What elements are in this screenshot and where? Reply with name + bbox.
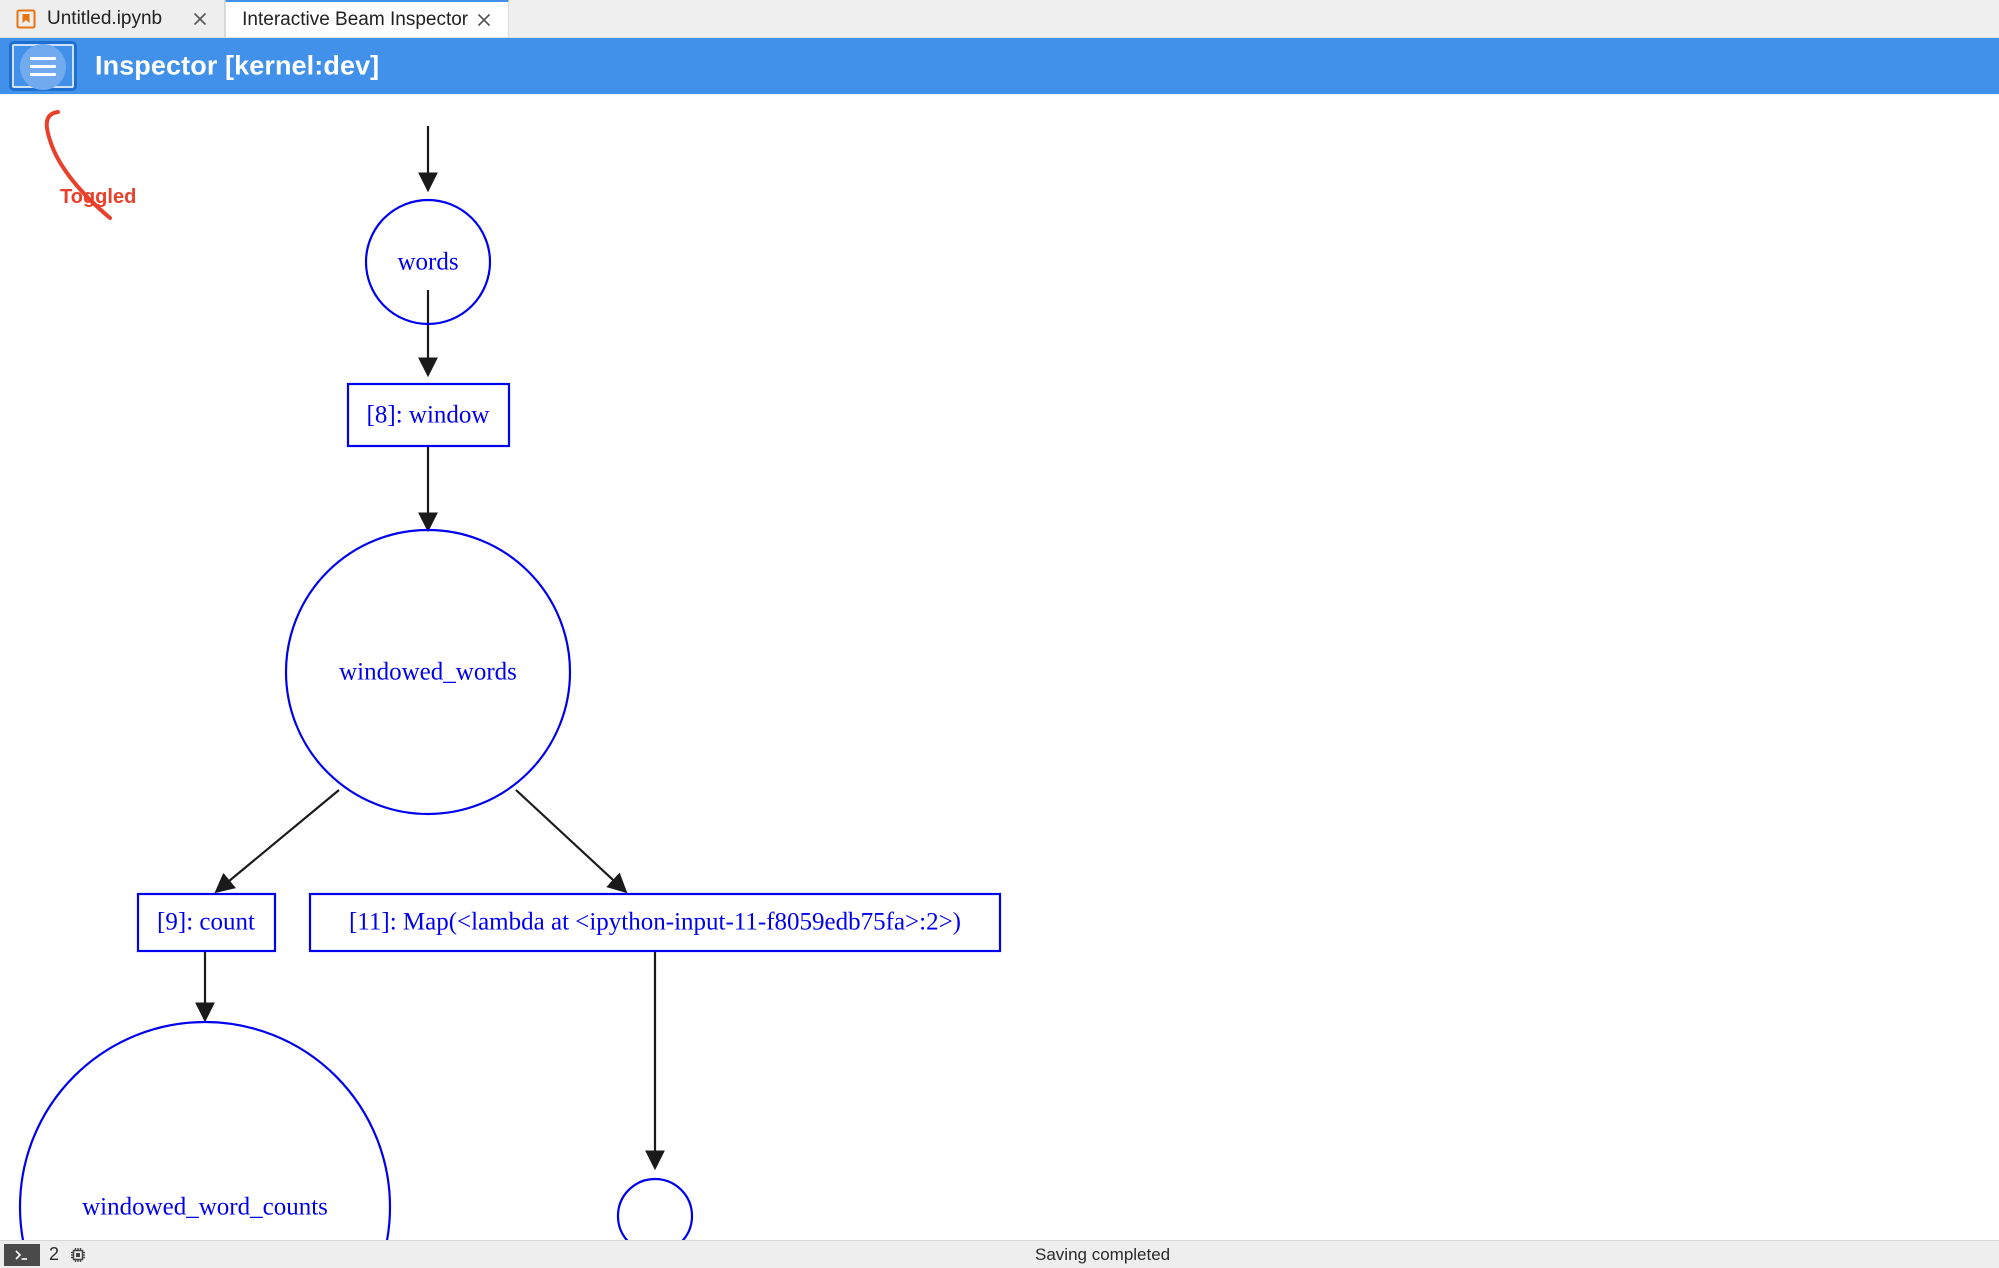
page-title: Inspector [kernel:dev] <box>95 50 380 81</box>
graph-node-words[interactable]: words <box>364 198 492 326</box>
node-label: words <box>397 249 458 276</box>
node-label: [9]: count <box>157 909 255 936</box>
notebook-icon <box>16 9 36 28</box>
pipeline-graph-canvas[interactable]: words [8]: window windowed_words [9]: co… <box>0 94 1999 1240</box>
node-label: [11]: Map(<lambda at <ipython-input-11-f… <box>349 909 961 936</box>
inspector-header: Inspector [kernel:dev] <box>0 38 1999 94</box>
hamburger-menu-button[interactable] <box>9 41 77 91</box>
edge-windowed-words-to-count <box>214 789 340 894</box>
tab-untitled-ipynb[interactable]: Untitled.ipynb <box>0 0 226 37</box>
terminal-count: 2 <box>49 1244 60 1264</box>
close-icon[interactable] <box>474 10 494 30</box>
graph-node-window[interactable]: [8]: window <box>346 382 511 448</box>
kernel-chip-icon[interactable] <box>68 1245 88 1265</box>
node-shape-circle <box>18 1020 392 1240</box>
node-shape-box <box>308 892 1002 953</box>
status-bar: 2 Saving completed <box>0 1240 1999 1268</box>
graph-edges <box>195 126 665 1171</box>
tab-label: Interactive Beam Inspector <box>242 9 469 30</box>
node-shape-circle <box>284 528 572 816</box>
node-label: windowed_words <box>339 659 517 686</box>
terminal-glyph-icon <box>15 1249 27 1260</box>
graph-node-map[interactable]: [11]: Map(<lambda at <ipython-input-11-f… <box>308 892 1002 953</box>
node-shape-box <box>346 382 511 448</box>
close-icon[interactable] <box>190 9 210 29</box>
node-shape-box <box>136 892 277 953</box>
node-shape-circle <box>616 1177 694 1240</box>
tab-label: Untitled.ipynb <box>47 8 163 29</box>
node-label: windowed_word_counts <box>82 1194 328 1221</box>
hamburger-menu-icon <box>30 56 56 76</box>
edge-windowed-words-to-map <box>515 789 628 894</box>
graph-node-windowed-word-counts[interactable]: windowed_word_counts <box>18 1020 392 1240</box>
pipeline-graph: words [8]: window windowed_words [9]: co… <box>18 126 1002 1240</box>
graph-node-count[interactable]: [9]: count <box>136 892 277 953</box>
status-message: Saving completed <box>1035 1244 1171 1264</box>
tab-bar: Untitled.ipynb Interactive Beam Inspecto… <box>0 0 1999 38</box>
graph-node-unnamed[interactable] <box>616 1177 694 1240</box>
terminal-icon[interactable] <box>4 1243 40 1266</box>
status-bar-left: 2 <box>0 1243 88 1266</box>
node-label: [8]: window <box>367 402 490 429</box>
node-shape-circle <box>364 198 492 326</box>
tab-interactive-beam-inspector[interactable]: Interactive Beam Inspector <box>225 0 510 37</box>
graph-node-windowed-words[interactable]: windowed_words <box>284 528 572 816</box>
